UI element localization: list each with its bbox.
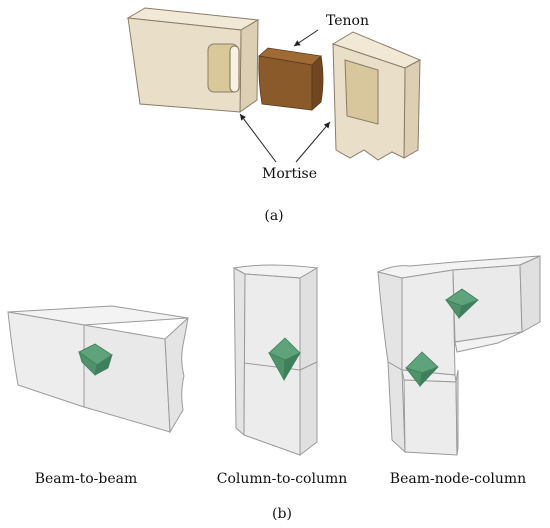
beam-to-beam-caption: Beam-to-beam	[35, 471, 138, 487]
beam-node-column-model	[376, 255, 541, 456]
left-mortise-block	[126, 7, 260, 113]
panel-a: Tenon Mortise (a)	[126, 7, 422, 224]
mortise-label: Mortise	[262, 166, 317, 182]
mortise-arrow-left	[239, 113, 277, 163]
column-to-column-caption: Column-to-column	[217, 471, 348, 487]
panel-a-caption: (a)	[264, 208, 283, 224]
mortise-arrow-right	[295, 121, 331, 163]
right-mortise-block	[331, 31, 422, 161]
beam-node-column-caption: Beam-node-column	[390, 471, 526, 487]
tenon-label: Tenon	[326, 13, 369, 29]
panel-b-caption: (b)	[272, 506, 292, 522]
panel-b: Beam-to-beam Column-to-column Beam-node-…	[7, 255, 541, 522]
column-to-column-model	[232, 264, 319, 457]
beam-to-beam-model	[7, 305, 189, 434]
tenon-block	[258, 47, 324, 111]
tenon-arrow	[293, 29, 319, 47]
